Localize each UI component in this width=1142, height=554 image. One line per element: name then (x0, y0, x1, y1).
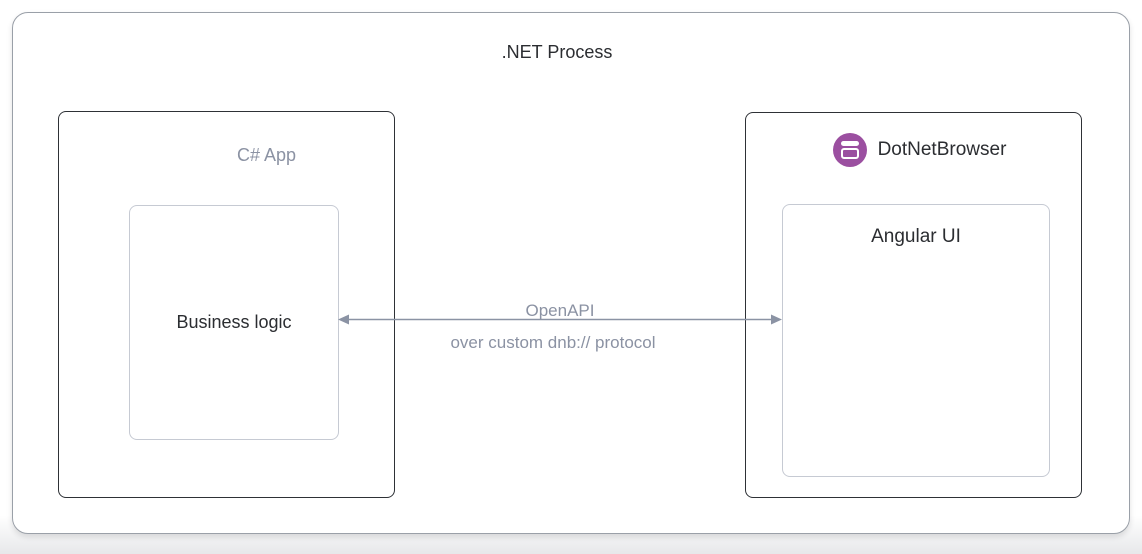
browser-titlebar-shape (840, 141, 859, 146)
angular-ui-box: Angular UI (782, 204, 1050, 477)
browser-frame-shape (840, 148, 859, 159)
dotnetbrowser-brand: DotNetBrowser (752, 133, 1087, 167)
diagram-title: .NET Process (501, 42, 613, 62)
bidirectional-arrow (338, 314, 782, 325)
connection-label-openapi: OpenAPI (525, 301, 595, 320)
angular-ui-label: Angular UI (871, 226, 961, 247)
process-boundary-card: .NET Process C# App Business logic DotNe… (12, 12, 1130, 534)
business-logic-box: Business logic (129, 205, 339, 440)
dotnetbrowser-label: DotNetBrowser (877, 139, 1007, 160)
connection-label-protocol: over custom dnb:// protocol (450, 333, 656, 352)
business-logic-label: Business logic (176, 312, 292, 332)
csharp-app-box: C# App Business logic (58, 111, 395, 498)
browser-window-icon (832, 133, 867, 167)
dotnetbrowser-box: DotNetBrowser Angular UI (745, 112, 1082, 498)
csharp-app-label: C# App (236, 145, 297, 165)
